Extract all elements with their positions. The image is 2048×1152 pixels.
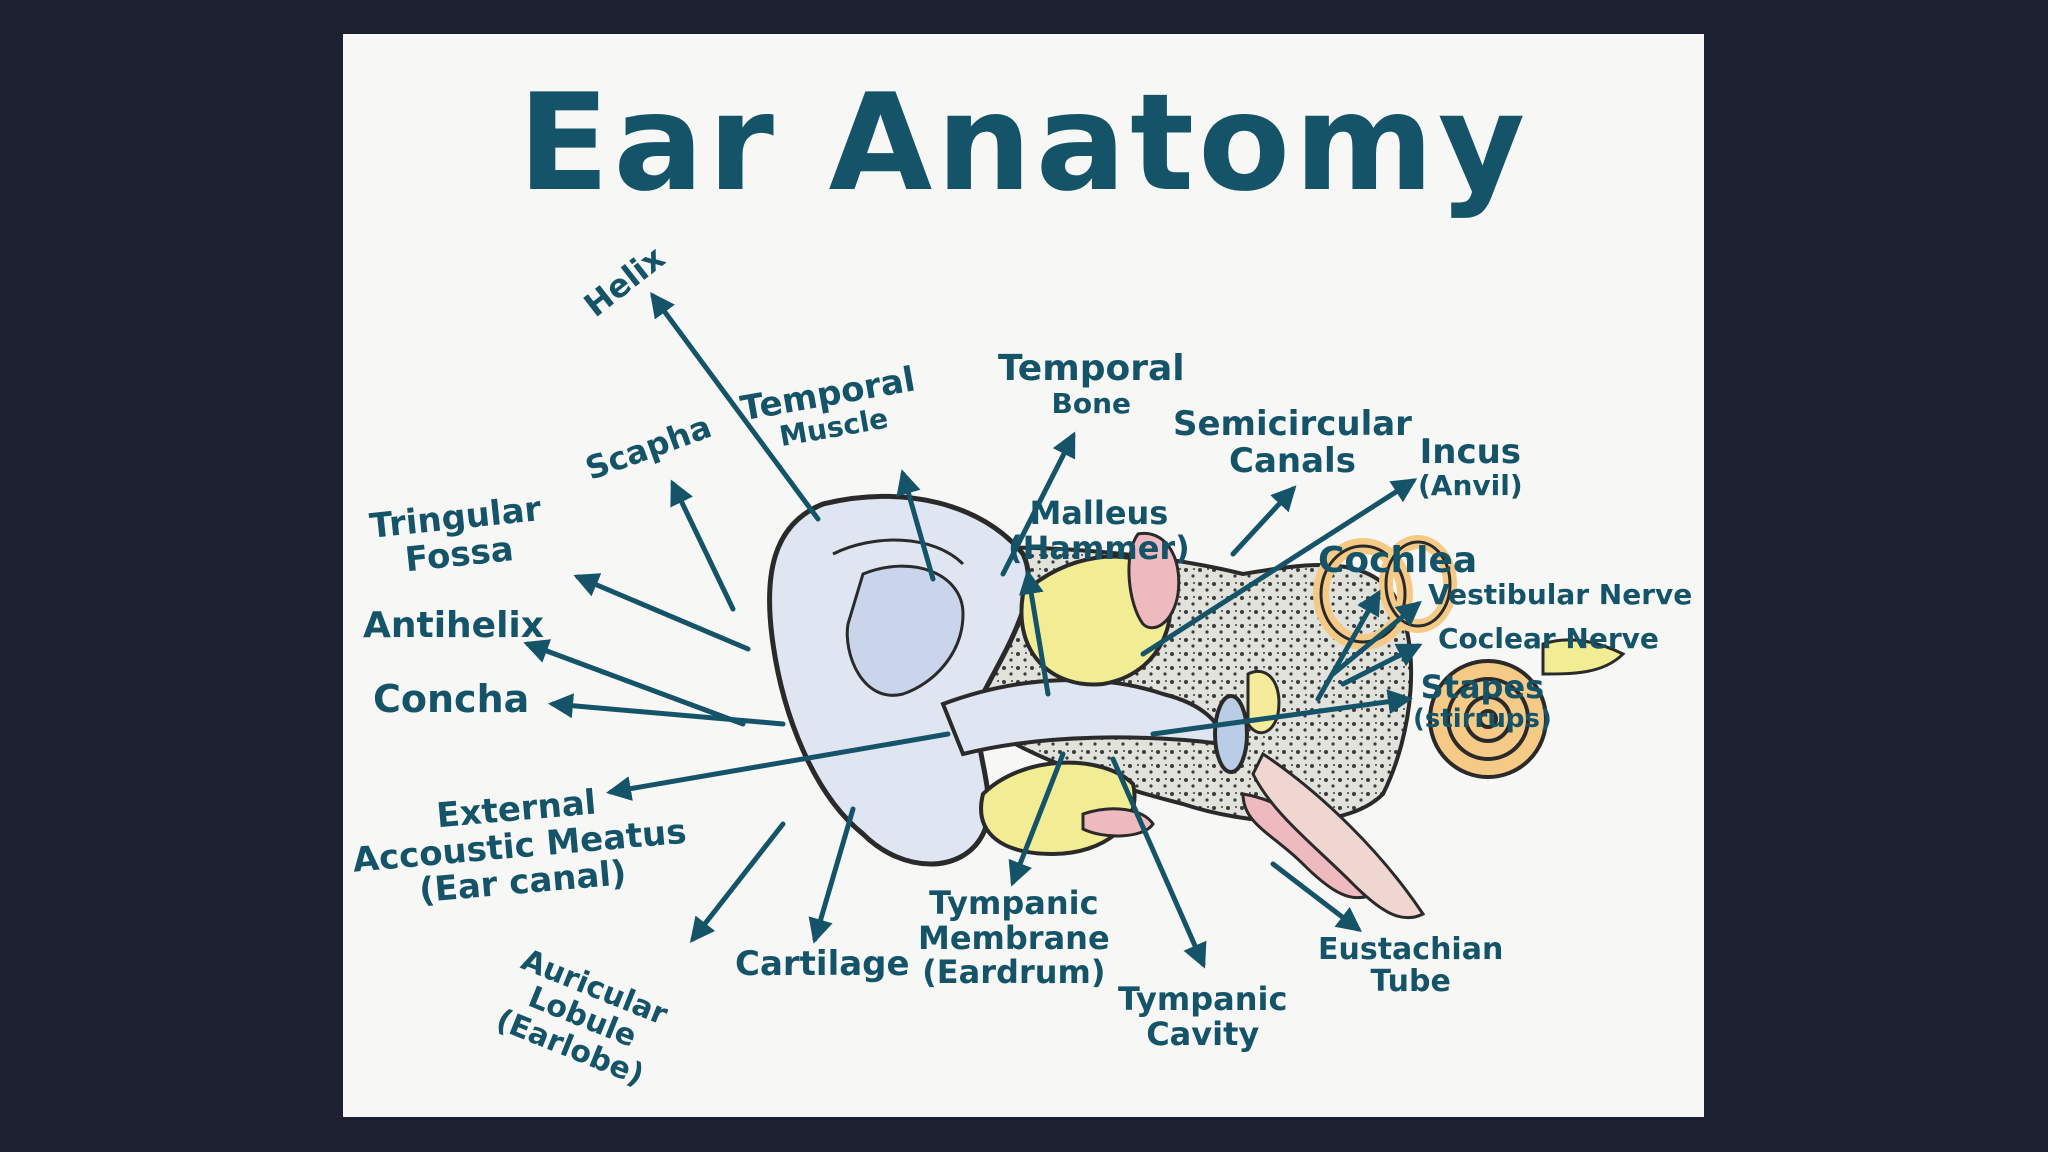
arrow-meatus	[606, 731, 951, 801]
temporal-muscle-shape	[1127, 531, 1181, 630]
arrow-scapha	[670, 479, 736, 612]
label-stapes: Stapes(stirrups)	[1413, 668, 1552, 734]
arrow-temporal-muscle	[896, 469, 936, 582]
ossicles-shape	[1246, 670, 1281, 735]
eardrum-shape	[1213, 694, 1249, 774]
label-cochlear-nerve: Coclear Nerve	[1438, 622, 1659, 655]
diagram-card: Ear Anatomy	[343, 34, 1704, 1117]
arrow-cochlear	[1340, 643, 1423, 687]
label-cartilage: Cartilage	[735, 944, 910, 984]
diagram-title: Ear Anatomy	[517, 65, 1530, 221]
nerve-shape	[1541, 638, 1626, 676]
label-antihelix: Antihelix	[363, 605, 544, 646]
arrow-cartilage	[808, 806, 856, 944]
arrow-cochlea	[1315, 589, 1381, 702]
label-malleus: Malleus(Hammer)	[1008, 494, 1190, 567]
arrow-semicircular	[1230, 485, 1297, 557]
arrow-vestibular	[1330, 600, 1422, 677]
arrow-concha	[548, 693, 786, 727]
label-cochlea: Cochlea	[1318, 540, 1478, 581]
arrow-malleus	[1018, 569, 1051, 697]
ear-illustration	[523, 291, 1626, 969]
arrow-incus	[1140, 478, 1418, 657]
arrow-temporal-bone	[1000, 431, 1076, 577]
inner-ear-shape	[1313, 535, 1548, 779]
arrow-lobule	[689, 821, 786, 943]
arrow-eustachian	[1270, 861, 1362, 933]
arrow-tympanic-membrane	[1008, 751, 1066, 887]
arrow-stapes	[1150, 689, 1413, 737]
arrow-helix	[650, 291, 821, 522]
arrow-antihelix	[523, 639, 746, 727]
arrow-triangular-fossa	[573, 573, 751, 652]
label-vestibular-nerve: Vestibular Nerve	[1428, 578, 1693, 611]
eustachian-tube-shape	[1251, 751, 1426, 920]
label-incus: Incus(Anvil)	[1418, 432, 1523, 502]
label-concha: Concha	[373, 677, 530, 721]
arrow-tympanic-cavity	[1110, 756, 1207, 969]
antihelix-fold	[832, 538, 965, 566]
